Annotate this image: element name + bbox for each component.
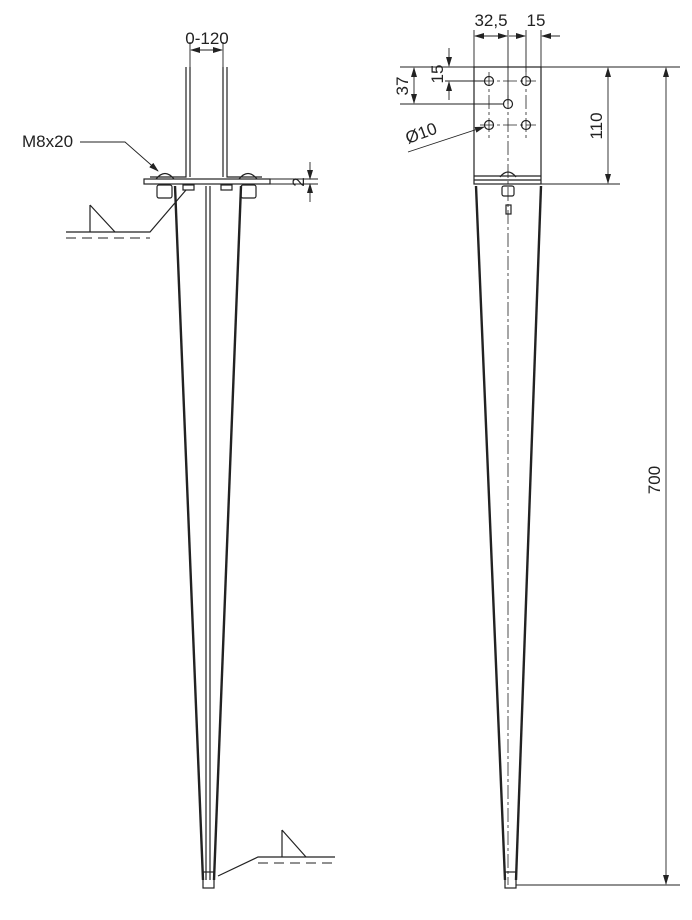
hole-spacing-vertical-2: 37 xyxy=(393,77,412,96)
spike-right-edge xyxy=(212,185,243,881)
ground-level-symbol-top xyxy=(66,189,187,239)
spike-tip xyxy=(202,871,215,889)
bolt-end xyxy=(505,204,512,215)
base-plate xyxy=(143,178,271,185)
hole-spacing-horizontal-1: 32,5 xyxy=(474,11,507,30)
ground-level-symbol-bottom xyxy=(217,829,335,877)
bolt-label: M8x20 xyxy=(22,132,73,151)
front-view: 0-120 M8x20 2 xyxy=(22,29,335,889)
bracket-plate xyxy=(473,66,542,185)
bolt-left xyxy=(155,172,175,199)
spike-center-web xyxy=(205,186,211,880)
weld-left xyxy=(182,184,195,191)
right-flange xyxy=(222,67,262,178)
bracket-height-label: 110 xyxy=(587,112,606,139)
gap-dimension-label: 0-120 xyxy=(185,29,228,48)
left-flange xyxy=(150,67,191,178)
spike-left-edge xyxy=(173,185,205,881)
side-view: 32,5 15 15 37 Ø10 110 700 xyxy=(393,11,680,889)
plate-thickness-label: 2 xyxy=(289,177,308,186)
hole-spacing-horizontal-2: 15 xyxy=(527,11,546,30)
spike-right-edge xyxy=(514,185,543,881)
spike-left-edge xyxy=(474,185,507,881)
total-height-label: 700 xyxy=(645,466,664,494)
hole-spacing-vertical-1: 15 xyxy=(428,65,447,84)
spike-tip xyxy=(504,871,517,889)
weld-right xyxy=(220,184,233,191)
